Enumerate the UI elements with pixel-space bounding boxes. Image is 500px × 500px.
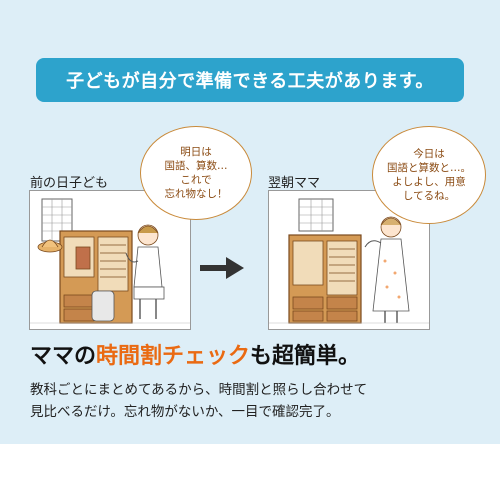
right-illustration-drawing [269,198,429,324]
right-panel-label: 翌朝ママ [268,176,321,191]
right-bubble-line-2: 国語と算数と…。 [387,161,471,174]
left-panel-label: 前の日子ども [30,176,109,191]
right-bubble-line-4: してるね。 [402,190,456,203]
body-line-2: 見比べるだけ。忘れ物がないか、一目で確認完了。 [30,403,340,420]
left-bubble-line-2: 国語、算数… [164,159,228,172]
left-bubble-line-1: 明日は [180,145,212,158]
headline: ママの時間割チェックも超簡単。 [30,338,470,370]
right-bubble-line-1: 今日は [413,147,445,160]
banner: 子どもが自分で準備できる工夫があります。 [36,58,464,102]
footer-strip [0,444,500,500]
left-illustration-drawing [30,198,190,324]
headline-part-1: ママの [30,344,97,369]
left-illustration [29,190,191,330]
banner-text: 子どもが自分で準備できる工夫があります。 [66,71,434,92]
left-bubble-line-3: これで [180,174,212,186]
arrow-right-icon [200,257,244,283]
right-speech-bubble: 今日は 国語と算数と…。 よしよし、用意 してるね。 [372,126,486,224]
right-illustration [268,190,430,330]
body-line-1: 教科ごとにまとめてあるから、時間割と照らし合わせて [30,382,368,398]
body-text: 教科ごとにまとめてあるから、時間割と照らし合わせて 見比べるだけ。忘れ物がないか… [30,380,470,423]
left-bubble-line-4: 忘れ物なし！ [164,188,228,201]
headline-highlight: 時間割チェック [96,344,251,369]
left-speech-bubble: 明日は 国語、算数… これで 忘れ物なし！ [140,126,252,220]
headline-part-2: も超簡単。 [250,344,361,369]
right-bubble-line-3: よしよし、用意 [392,176,466,188]
